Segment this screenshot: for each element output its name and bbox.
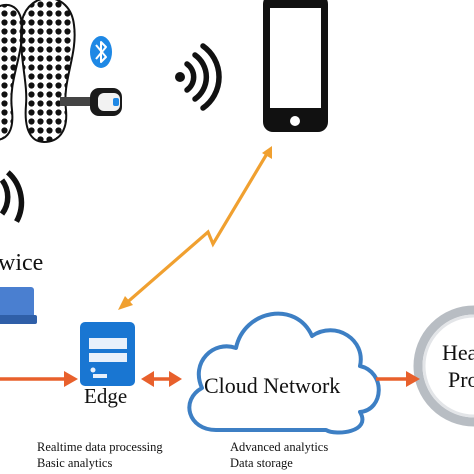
device-wireless-icon [0,170,25,223]
bluetooth-icon [90,36,112,68]
cloud-icon [187,311,381,435]
arrow-edge-cloud [141,371,182,387]
cloud-description-line: Data storage [230,456,293,470]
lightning-link-icon [118,146,272,310]
edge-description-line: Realtime data processing [37,440,163,454]
shoe-insole-icon [0,0,76,144]
smartphone-icon [263,0,328,132]
wireless-signal-icon [175,43,222,111]
edge-label: Edge [84,384,128,408]
device-label: wice [0,250,44,276]
provider-label-line-2: Pro [448,367,474,392]
arrow-device-to-edge [0,371,78,387]
edge-server-icon [80,322,135,386]
arrow-cloud-to-provider [376,371,420,387]
cloud-description-line: Advanced analytics [230,440,329,454]
provider-label-line-1: Hea [442,340,474,365]
edge-description-line: Basic analytics [37,456,113,470]
provider-ring-icon [413,305,474,427]
sensor-pod-icon [60,88,122,116]
cloud-network-label: Cloud Network [204,373,341,398]
laptop-icon [0,287,37,324]
